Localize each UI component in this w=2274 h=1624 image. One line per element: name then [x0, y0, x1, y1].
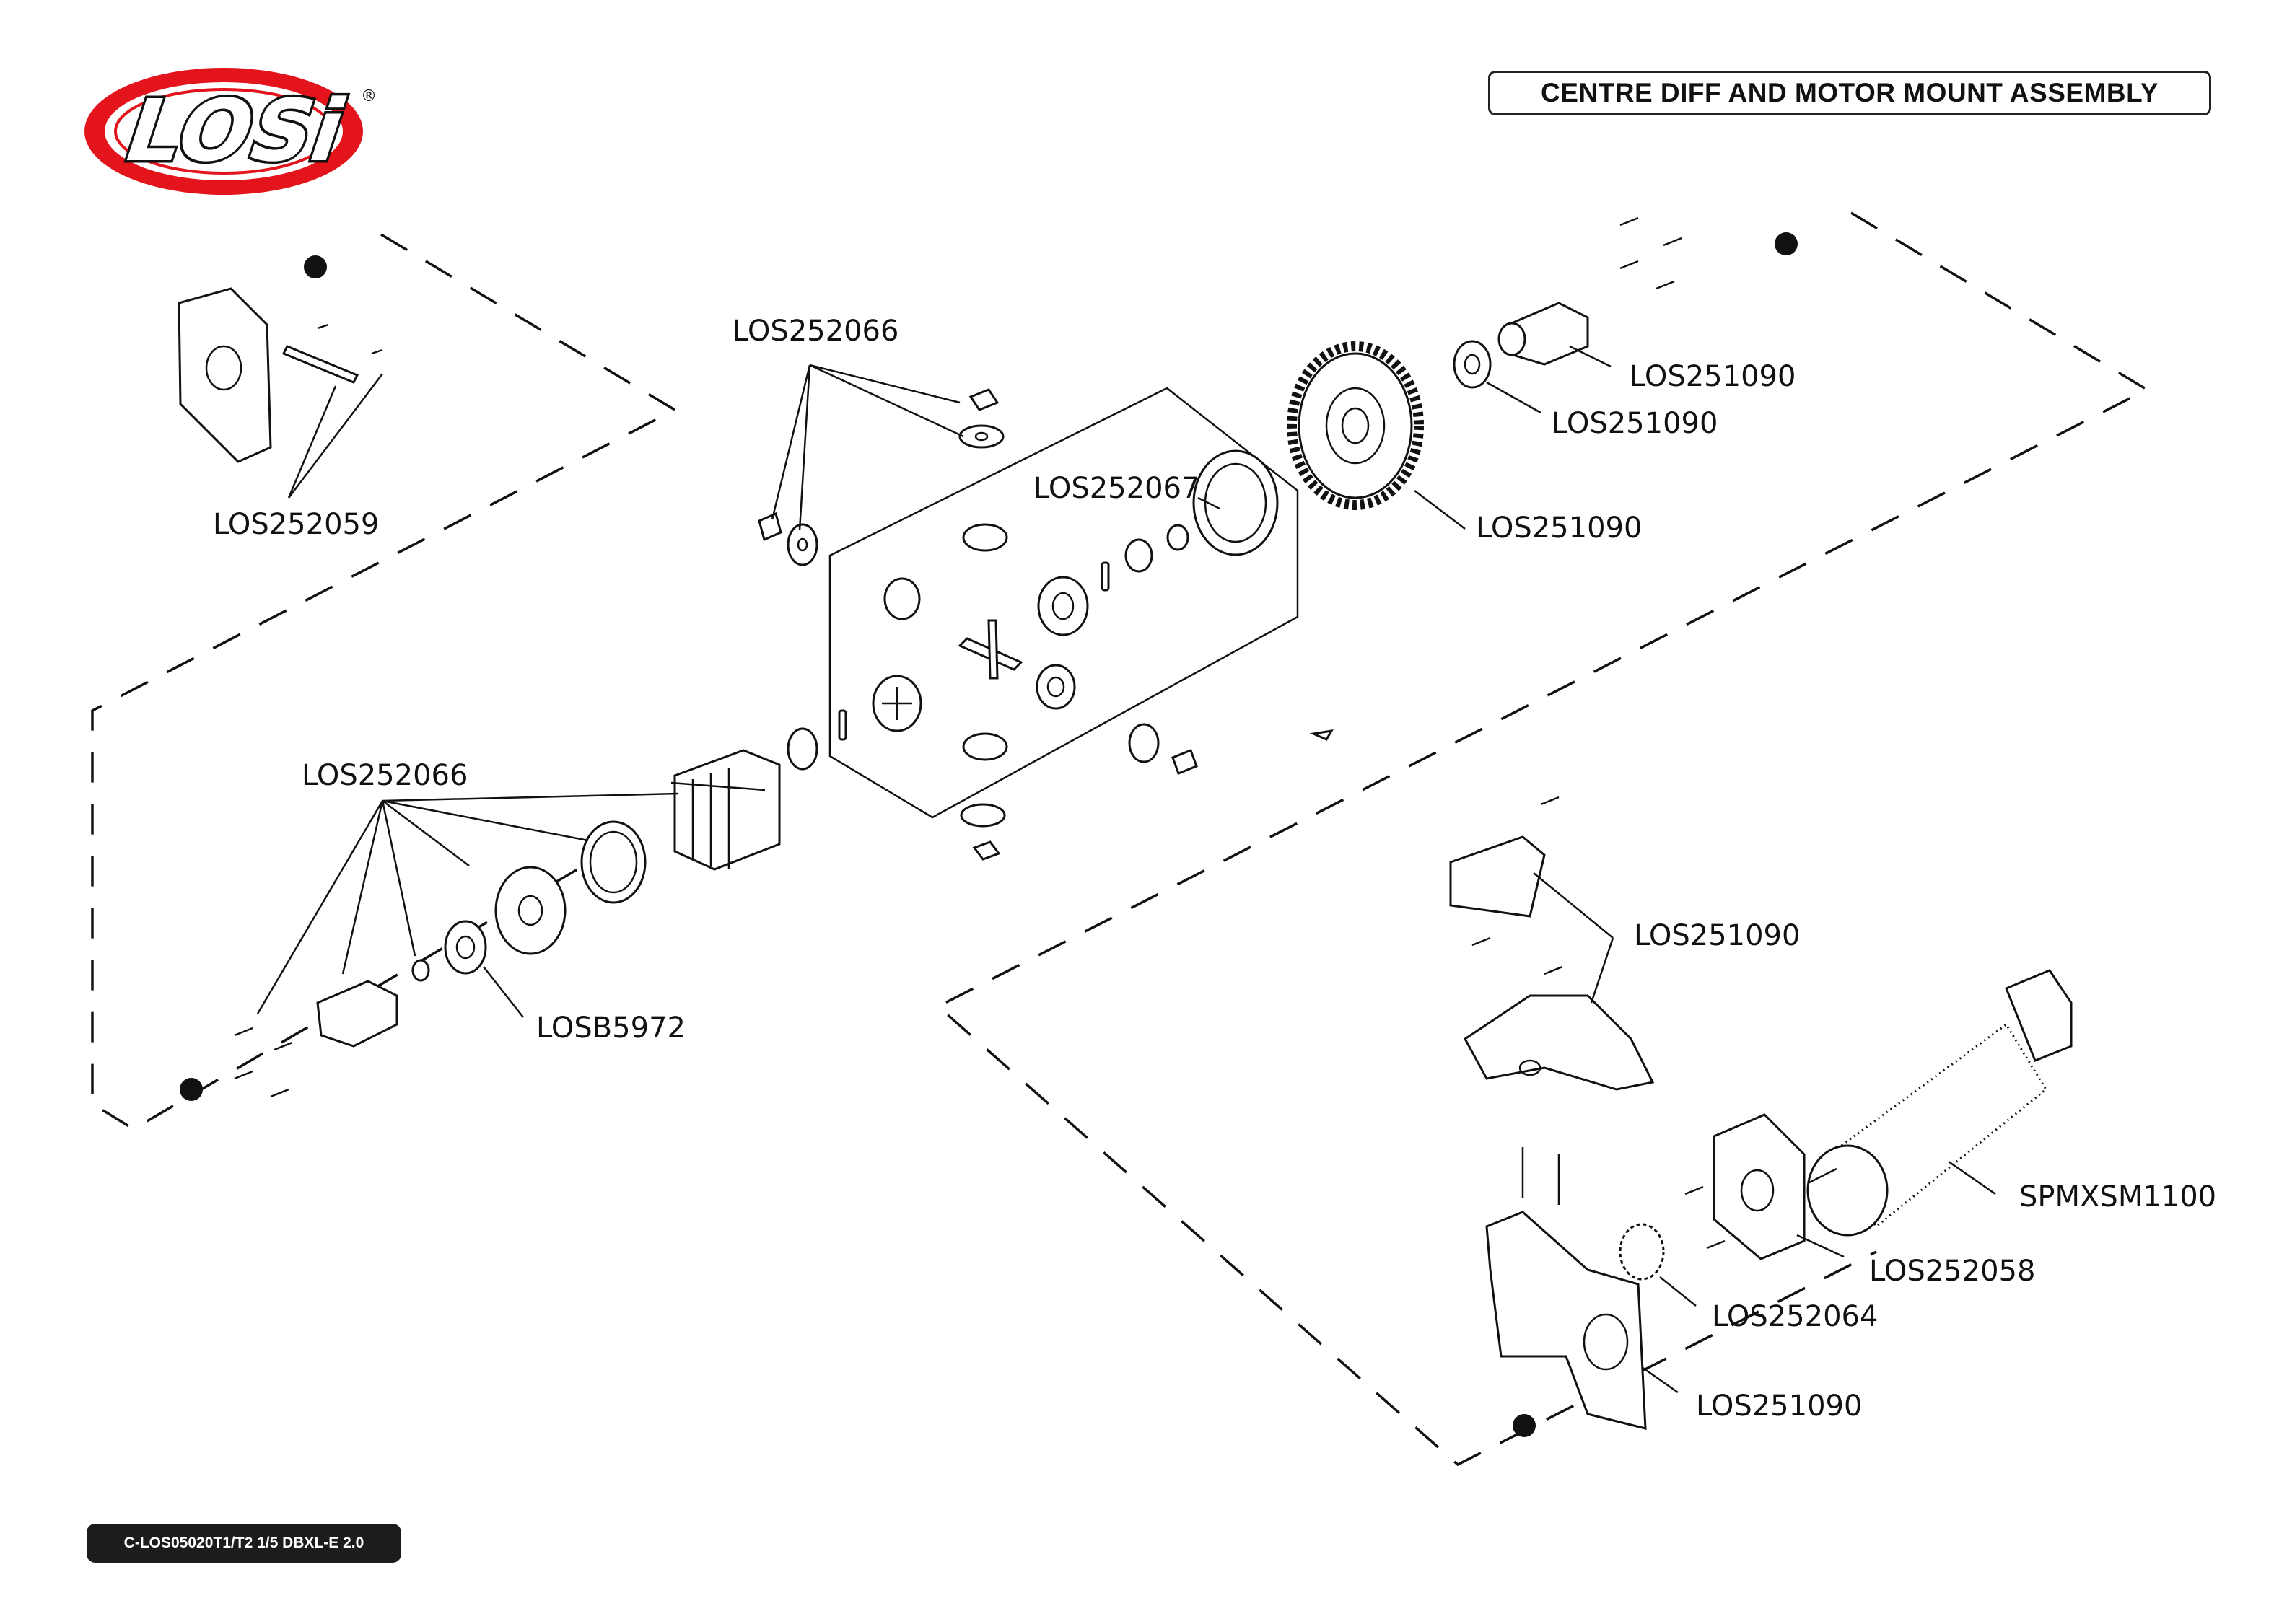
region-left-boundary [91, 233, 678, 1131]
callout-label: LOS251090 [1552, 407, 1718, 440]
registered-mark: ® [361, 87, 377, 105]
page-title-box: CENTRE DIFF AND MOTOR MOUNT ASSEMBLY [1488, 71, 2211, 115]
reference-dot [1775, 232, 1798, 255]
outdrive-right-parts [1453, 216, 1682, 389]
losi-logo: LOSi ® [84, 68, 377, 195]
reference-dot [304, 255, 327, 278]
diff-housing-panel [828, 387, 1299, 819]
callout-label: LOS252066 [302, 759, 468, 792]
leader-lines [256, 345, 1996, 1394]
spur-gear [1287, 341, 1424, 510]
footer-code: C-LOS05020T1/T2 1/5 DBXL-E 2.0 [123, 1535, 364, 1551]
motor-parts [1713, 969, 2073, 1260]
diff-hardware-top-parts [758, 388, 1334, 861]
callout-label: LOS251090 [1696, 1390, 1862, 1423]
top-mount-bracket [178, 287, 383, 463]
callout-labels: LOS252059 LOS252066 LOS252067 LOS251090 … [213, 315, 2216, 1423]
callout-label: LOS252067 [1033, 472, 1199, 505]
page-title: CENTRE DIFF AND MOTOR MOUNT ASSEMBLY [1541, 78, 2159, 107]
callout-label: LOS251090 [1476, 512, 1642, 545]
diff-internal-parts [838, 523, 1189, 761]
motor-mount-parts [1449, 796, 1736, 1430]
logo-text: LOSi [113, 82, 359, 180]
callout-label: LOS252066 [733, 315, 898, 348]
callout-label: LOS251090 [1630, 360, 1796, 393]
reference-dot [180, 1078, 203, 1101]
callout-label: LOS252059 [213, 508, 379, 541]
callout-label: LOS251090 [1634, 919, 1800, 952]
left-diff-parts [234, 749, 781, 1098]
diff-gasket [1192, 449, 1279, 556]
footer-badge: C-LOS05020T1/T2 1/5 DBXL-E 2.0 [87, 1524, 401, 1563]
reference-dot [1513, 1414, 1536, 1437]
callout-label: LOS252058 [1869, 1255, 2035, 1288]
callout-label: SPMXSM1100 [2019, 1180, 2216, 1213]
callout-label: LOS252064 [1712, 1300, 1878, 1333]
callout-label: LOSB5972 [536, 1011, 686, 1045]
